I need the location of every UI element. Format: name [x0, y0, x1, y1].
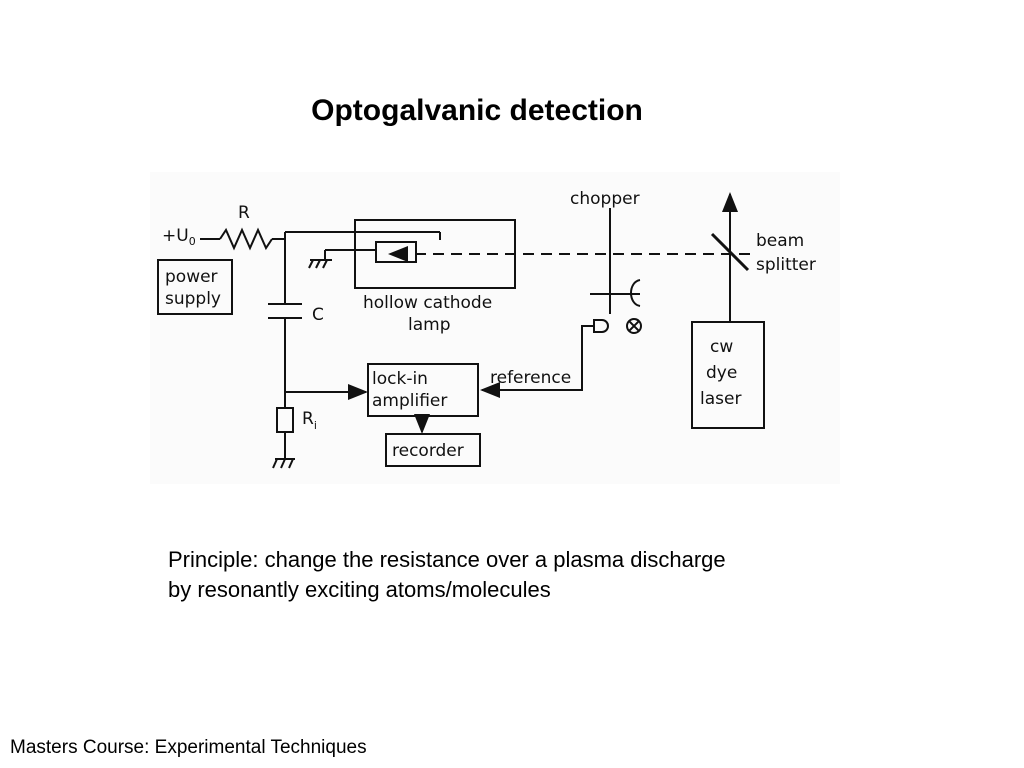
hollow-cathode [375, 241, 417, 263]
principle-text: Principle: change the resistance over a … [168, 545, 848, 605]
lamp-label: hollow cathode [363, 293, 492, 313]
lockin-label: amplifier [372, 391, 447, 411]
footer-course-name: Masters Course: Experimental Techniques [10, 737, 367, 758]
ground-hatch [288, 458, 294, 469]
beam-splitter-label: beam [756, 231, 804, 251]
recorder-box [385, 433, 481, 467]
resistor-r [219, 227, 273, 251]
resistor-r-label: R [238, 203, 250, 223]
voltage-label: +U0 [162, 226, 196, 248]
ground-hatch [272, 458, 278, 469]
resistor-ri [276, 407, 294, 433]
reference-wire [480, 325, 594, 398]
reference-label: reference [490, 368, 571, 388]
capacitor-label: C [312, 305, 324, 325]
resistor-ri-label: Ri [302, 409, 317, 432]
beam-splitter-label: splitter [756, 255, 816, 275]
diagram-svg: +U0 R power supply C Ri hollow cathode l… [157, 189, 816, 469]
lockin-label: lock-in [372, 369, 428, 389]
chopper-label: chopper [570, 189, 640, 209]
power-supply-label: power [165, 267, 218, 287]
chopper-rotation-arrow [630, 279, 641, 307]
recorder-label: recorder [392, 441, 464, 461]
power-supply-box [157, 259, 233, 315]
slide-title: Optogalvanic detection [311, 94, 643, 127]
dye-laser-box [691, 321, 765, 429]
optogalvanic-setup-diagram: +U0 R power supply C Ri hollow cathode l… [150, 172, 840, 484]
ground-hatch [315, 259, 321, 269]
chopper-photodetector [593, 319, 609, 333]
laser-label: dye [706, 363, 737, 383]
ground-hatch [280, 458, 286, 469]
beam-splitter [710, 232, 750, 272]
ground-hatch [308, 259, 314, 269]
ground-hatch [322, 259, 328, 269]
lamp-label: lamp [408, 315, 451, 335]
laser-label: laser [700, 389, 741, 409]
chopper-motor-symbol [626, 318, 642, 334]
principle-line: by resonantly exciting atoms/molecules [168, 577, 551, 602]
laser-label: cw [710, 337, 733, 357]
principle-line: Principle: change the resistance over a … [168, 547, 726, 572]
power-supply-label: supply [165, 289, 221, 309]
chopper-motor-cross [628, 320, 640, 332]
